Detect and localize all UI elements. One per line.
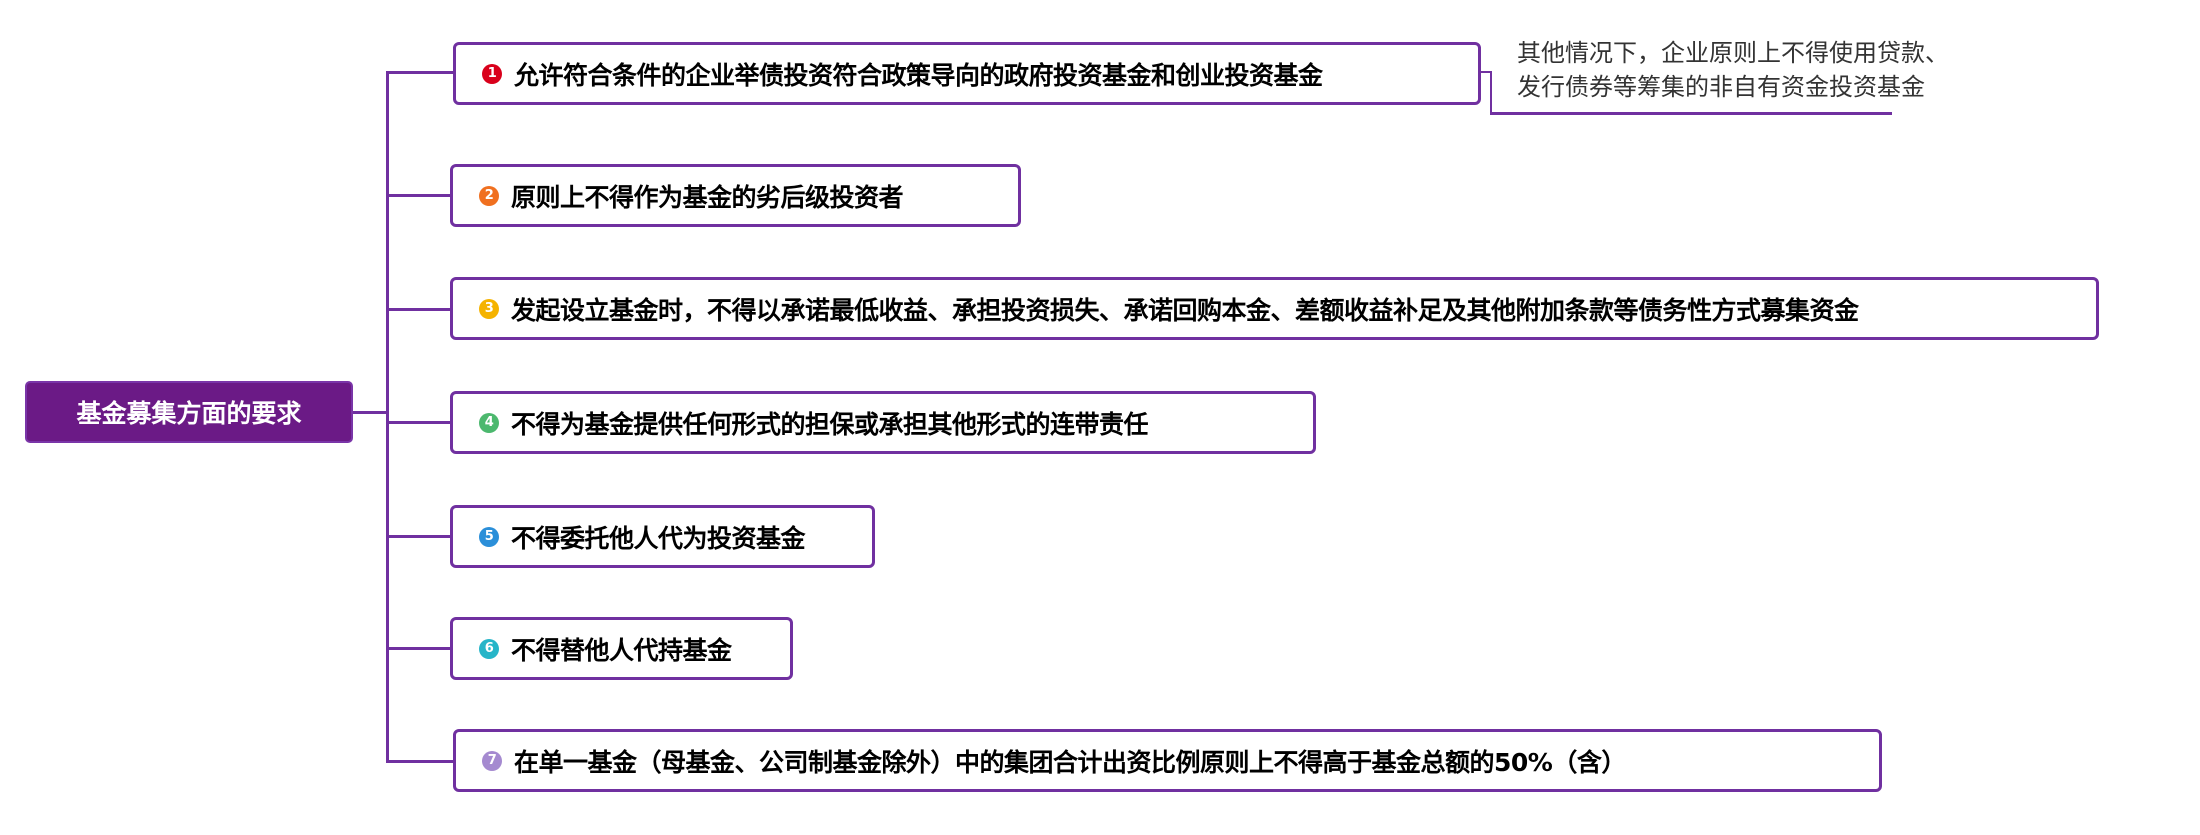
- priority-3-icon: 3: [479, 298, 499, 319]
- branch-7-label: 在单一基金（母基金、公司制基金除外）中的集团合计出资比例原则上不得高于基金总额的…: [514, 747, 1626, 777]
- branch-1[interactable]: 1 允许符合条件的企业举债投资符合政策导向的政府投资基金和创业投资基金: [453, 42, 1481, 105]
- callout-connector-h1: [1480, 71, 1492, 73]
- priority-5-icon: 5: [479, 526, 499, 547]
- priority-4-icon: 4: [479, 412, 499, 433]
- callout-line-2: 发行债券等筹集的非自有资金投资基金: [1517, 73, 1925, 101]
- branch-connector-2: [386, 194, 450, 197]
- branch-5[interactable]: 5 不得委托他人代为投资基金: [450, 505, 875, 568]
- branch-7[interactable]: 7 在单一基金（母基金、公司制基金除外）中的集团合计出资比例原则上不得高于基金总…: [453, 729, 1882, 792]
- priority-1-icon: 1: [482, 63, 502, 84]
- branch-connector-1: [386, 71, 453, 74]
- branch-3-label: 发起设立基金时，不得以承诺最低收益、承担投资损失、承诺回购本金、差额收益补足及其…: [511, 295, 1859, 325]
- branch-2[interactable]: 2 原则上不得作为基金的劣后级投资者: [450, 164, 1021, 227]
- callout-connector-v: [1490, 71, 1492, 114]
- root-topic[interactable]: 基金募集方面的要求: [25, 381, 353, 443]
- priority-2-icon: 2: [479, 185, 499, 206]
- branch-5-label: 不得委托他人代为投资基金: [511, 523, 806, 553]
- branch-connector-3: [386, 308, 450, 311]
- root-topic-label: 基金募集方面的要求: [76, 399, 302, 428]
- branch-3[interactable]: 3 发起设立基金时，不得以承诺最低收益、承担投资损失、承诺回购本金、差额收益补足…: [450, 277, 2099, 340]
- branch-connector-6: [386, 647, 450, 650]
- branch-6-label: 不得替他人代持基金: [511, 635, 732, 665]
- branch-connector-7: [386, 760, 453, 763]
- callout-underline: [1490, 112, 1892, 115]
- root-connector: [353, 411, 387, 414]
- branch-2-label: 原则上不得作为基金的劣后级投资者: [511, 182, 904, 212]
- branch-connector-4: [386, 421, 450, 424]
- branch-6[interactable]: 6 不得替他人代持基金: [450, 617, 793, 680]
- trunk-line: [386, 71, 389, 763]
- priority-7-icon: 7: [482, 750, 502, 771]
- branch-4-label: 不得为基金提供任何形式的担保或承担其他形式的连带责任: [511, 409, 1149, 439]
- branch-4[interactable]: 4 不得为基金提供任何形式的担保或承担其他形式的连带责任: [450, 391, 1316, 454]
- callout-note[interactable]: 其他情况下，企业原则上不得使用贷款、 发行债券等筹集的非自有资金投资基金: [1517, 36, 1949, 104]
- callout-line-1: 其他情况下，企业原则上不得使用贷款、: [1517, 39, 1949, 67]
- priority-6-icon: 6: [479, 638, 499, 659]
- branch-1-label: 允许符合条件的企业举债投资符合政策导向的政府投资基金和创业投资基金: [514, 60, 1323, 90]
- branch-connector-5: [386, 535, 450, 538]
